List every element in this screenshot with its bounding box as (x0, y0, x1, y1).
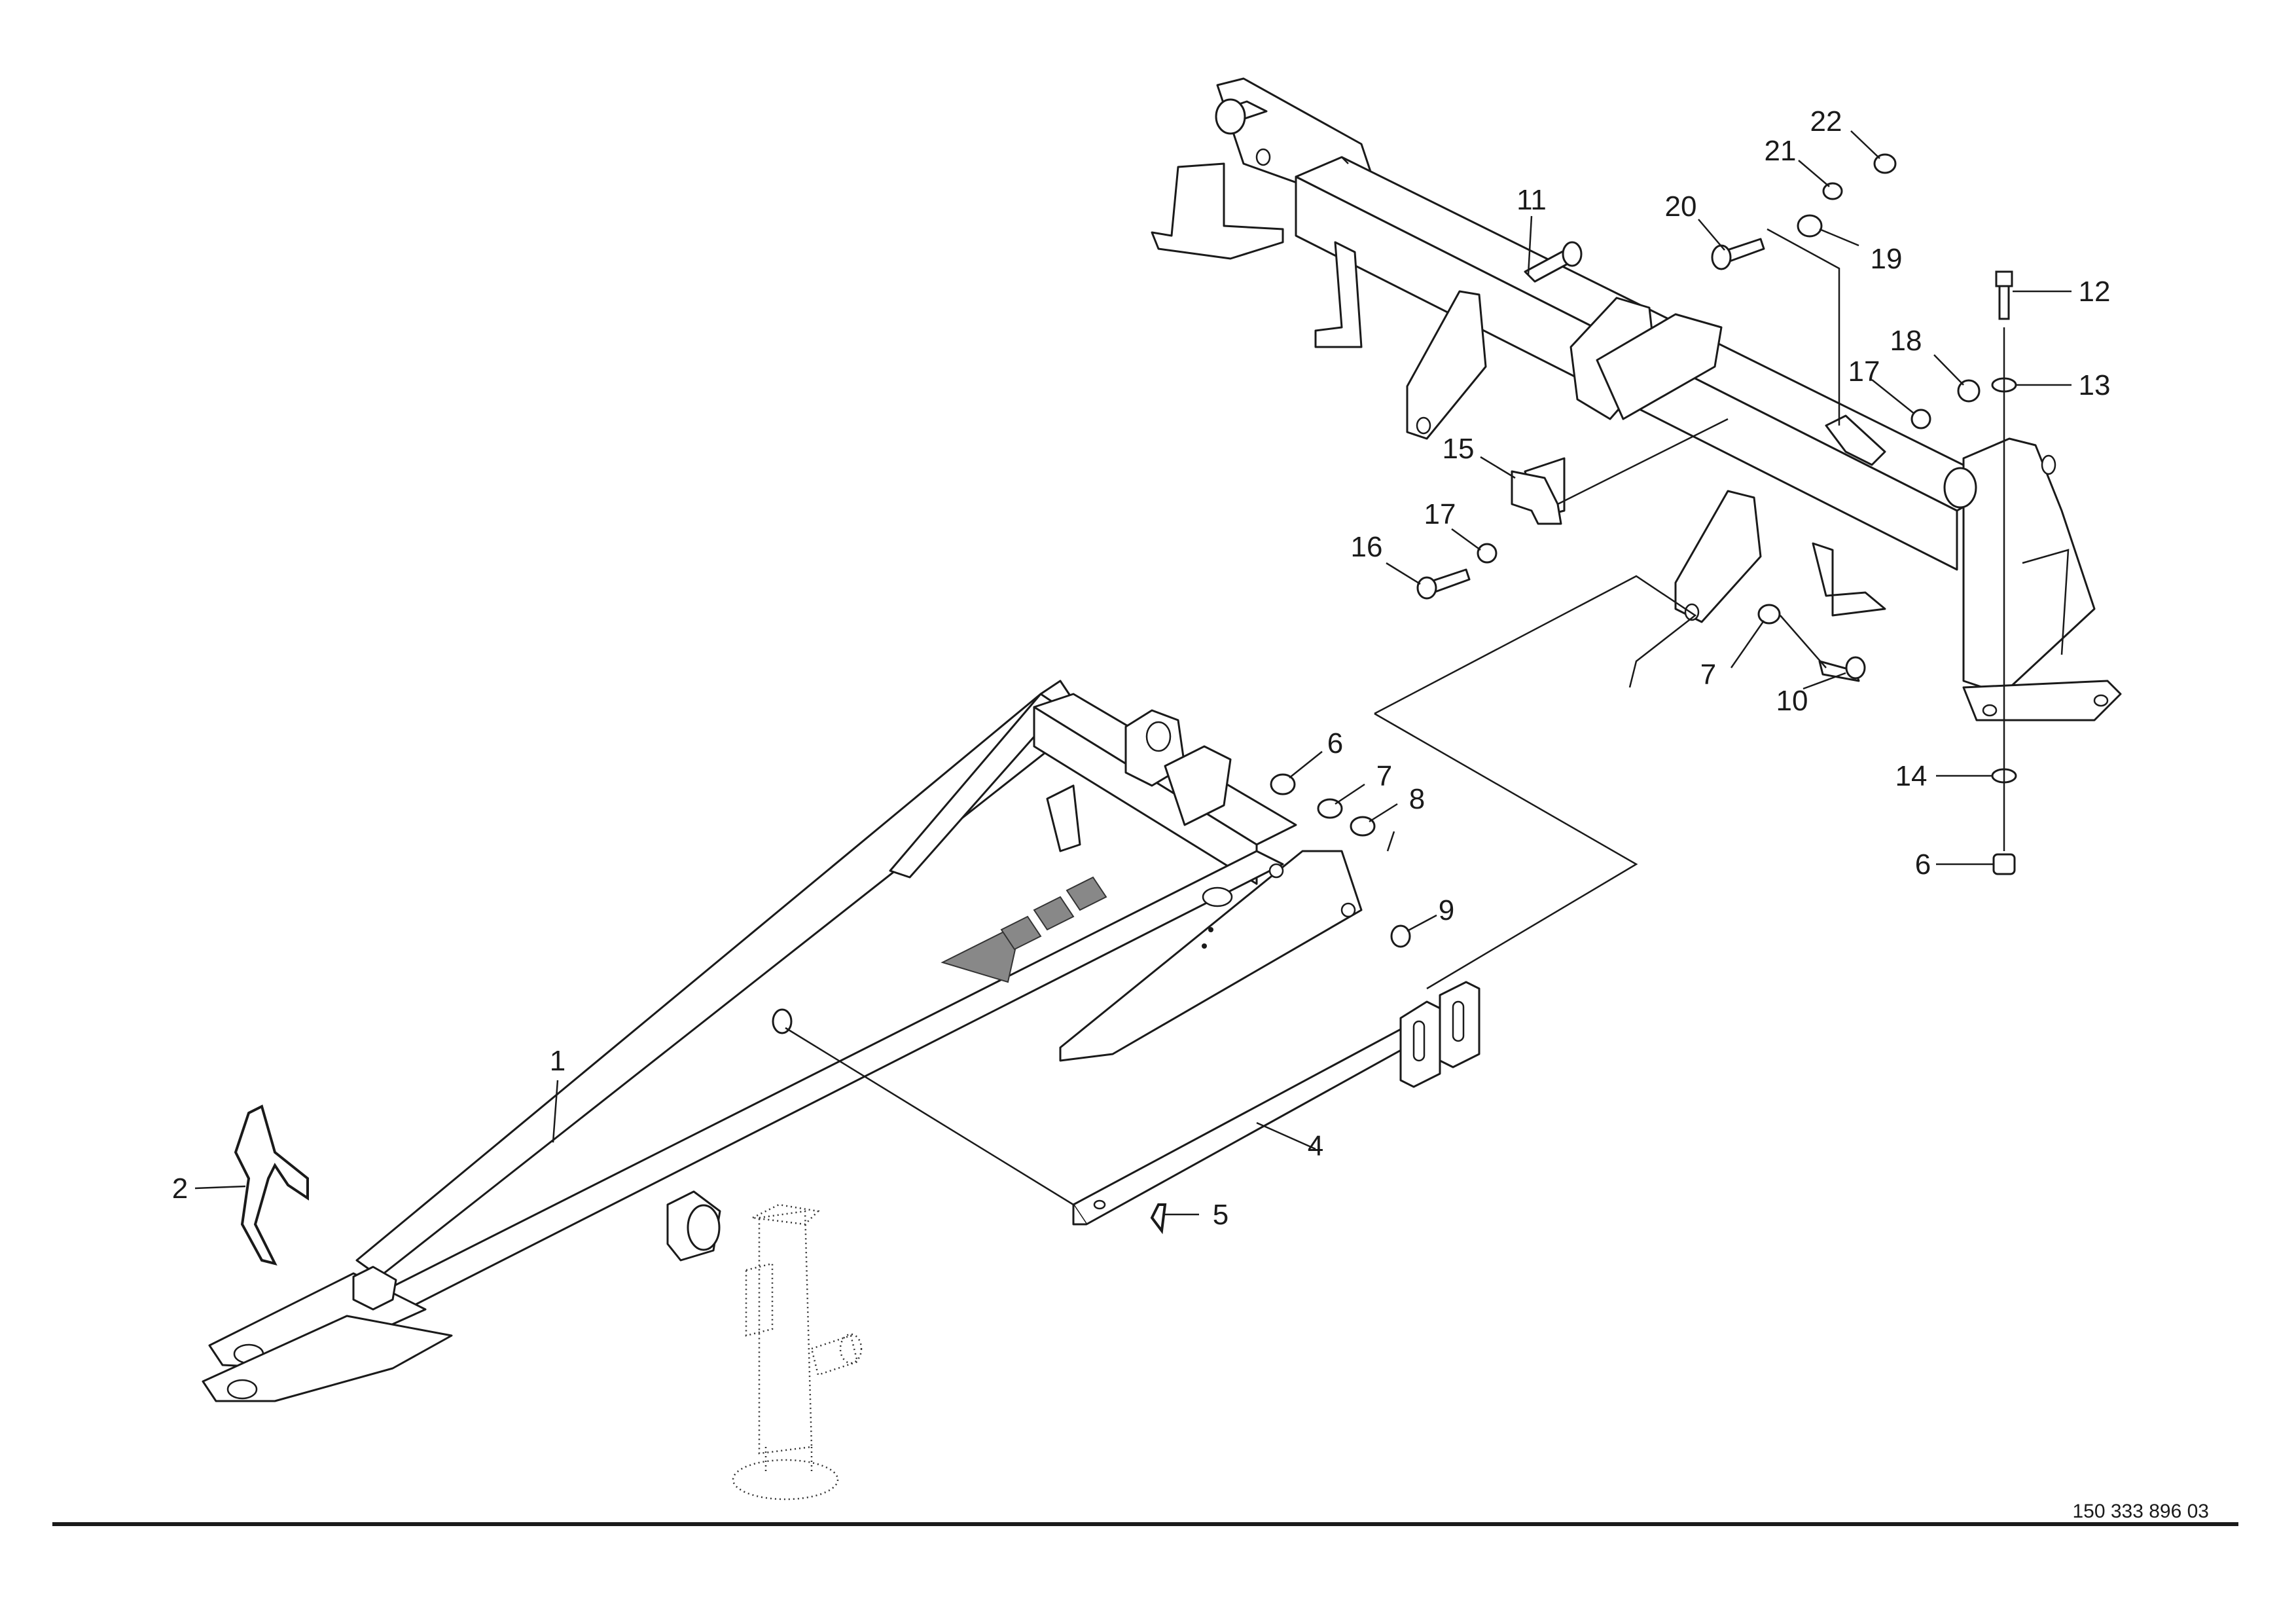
callout-17-right: 17 (1848, 356, 1880, 388)
drawing-number: 150 333 896 03 (2072, 1501, 2209, 1522)
callout-15: 15 (1443, 433, 1475, 465)
callout-7-upper: 7 (1376, 760, 1392, 792)
callout-8: 8 (1409, 783, 1425, 815)
callout-9: 9 (1439, 894, 1454, 926)
callout-18: 18 (1890, 325, 1922, 357)
callout-labels: 1 2 4 5 6 6 7 7 8 9 10 11 12 13 14 15 16… (172, 105, 2111, 1231)
assembly-lines (785, 228, 2005, 1206)
callout-7-lower: 7 (1700, 659, 1716, 691)
callout-19: 19 (1871, 243, 1903, 275)
callout-10: 10 (1776, 685, 1808, 717)
callout-5: 5 (1213, 1199, 1229, 1231)
part-2-hose-holder (234, 1104, 309, 1266)
callout-4: 4 (1308, 1130, 1323, 1162)
callout-2: 2 (172, 1173, 188, 1205)
callout-17-left: 17 (1424, 498, 1456, 530)
callout-22: 22 (1810, 105, 1842, 137)
callout-21: 21 (1765, 135, 1797, 167)
callout-12: 12 (2079, 276, 2111, 308)
callout-13: 13 (2079, 369, 2111, 401)
leader-lines (194, 130, 2072, 1216)
callout-6-lower: 6 (1915, 848, 1931, 881)
callout-11: 11 (1516, 184, 1547, 216)
part-11-cross-beam (1151, 77, 2122, 721)
callout-16: 16 (1351, 531, 1383, 563)
part-1-drawbar-frame (202, 680, 1363, 1402)
part-4-bar (1072, 981, 1480, 1226)
hardware (1150, 153, 2017, 1235)
callout-6-upper: 6 (1327, 727, 1343, 759)
callout-1: 1 (550, 1045, 565, 1077)
support-jack (732, 1203, 863, 1501)
callout-14: 14 (1895, 760, 1928, 792)
callout-20: 20 (1665, 191, 1697, 223)
